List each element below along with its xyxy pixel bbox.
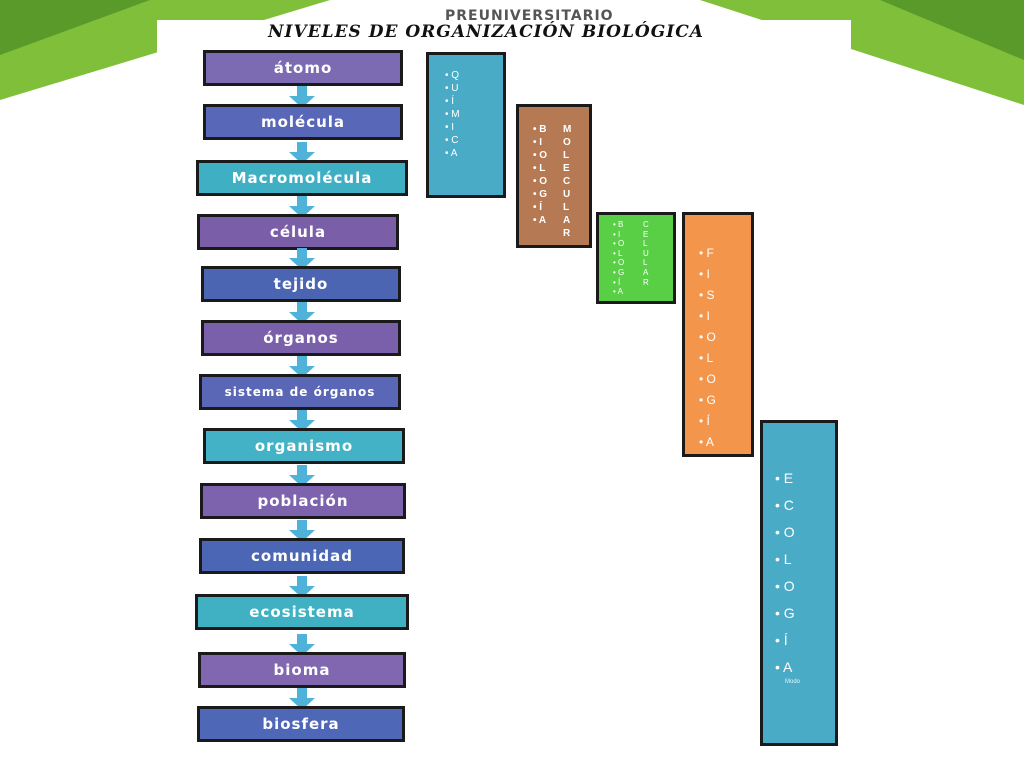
panel-letter: E (563, 163, 570, 174)
panel-letter: E (643, 229, 649, 239)
panel-letter: • S (699, 288, 715, 302)
panel-letter: • Í (775, 632, 788, 648)
panel-letter: • Q (445, 70, 460, 81)
left-green-shape-dark (0, 0, 150, 55)
panel-letter: • O (613, 258, 625, 268)
level-box: organismo (203, 428, 405, 464)
panel-letter: • O (613, 239, 625, 249)
panel-letter: • O (775, 578, 795, 594)
diagram-title: NIVELES DE ORGANIZACIÓN BIOLÓGICA (268, 22, 704, 42)
level-box: ecosistema (195, 594, 409, 630)
panel-letter: • I (533, 137, 543, 148)
panel-letter: O (563, 137, 571, 148)
panel-letter: • B (533, 124, 547, 135)
header-ghost-text: PREUNIVERSITARIO (445, 8, 614, 24)
level-box: Macromolécula (196, 160, 408, 196)
panel-letter: A (643, 267, 649, 277)
panel-letter: • O (533, 150, 548, 161)
panel-letter: C (643, 220, 649, 229)
level-box: célula (197, 214, 399, 250)
panel-fisiologia: • F • I • S • I • O • L • O • G • Í • A (682, 212, 754, 457)
level-box: comunidad (199, 538, 405, 574)
panel-letter: • L (613, 248, 623, 258)
ecologia-footnote: Modo (785, 679, 801, 685)
panel-letter: • I (613, 229, 621, 239)
panel-letter: • G (699, 393, 716, 407)
panel-letter: L (563, 202, 570, 213)
panel-letter: • G (533, 189, 548, 200)
panel-letter: • Í (445, 96, 455, 107)
panel-letter: L (563, 150, 570, 161)
level-box: bioma (198, 652, 406, 688)
panel-letter: • O (533, 176, 548, 187)
level-box: tejido (201, 266, 401, 302)
panel-letter: • L (699, 351, 714, 365)
level-box: biosfera (197, 706, 405, 742)
panel-letter: • G (775, 605, 795, 621)
panel-letter: • I (445, 122, 455, 133)
biologia-molecular-letters-1: • B • I • O • L • O • G • Í • A (533, 123, 547, 227)
panel-letter: • O (699, 330, 716, 344)
fisiologia-letters: • F • I • S • I • O • L • O • G • Í • A (699, 243, 716, 453)
panel-letter: U (563, 189, 571, 200)
panel-letter: L (643, 239, 648, 249)
panel-letter: • Í (699, 414, 710, 428)
panel-letter: • A (699, 435, 714, 449)
ecologia-letters: • E • C • O • L • O • G • Í • A (775, 465, 795, 681)
panel-letter: • A (775, 659, 793, 675)
panel-letter: • Í (613, 277, 621, 287)
panel-letter: • G (613, 267, 625, 277)
panel-ecologia: • E • C • O • L • O • G • Í • A Modo (760, 420, 838, 746)
panel-letter: • O (775, 524, 795, 540)
panel-letter: • A (445, 148, 458, 159)
panel-letter: • E (775, 470, 794, 486)
biologia-celular-letters-1: • B• I• O• L• O• G• Í• A (613, 220, 624, 297)
panel-letter: • B (613, 220, 624, 229)
panel-letter: • I (699, 267, 710, 281)
right-green-shape-dark (880, 0, 1024, 60)
level-box: población (200, 483, 406, 519)
quimica-letters: • Q • U • Í • M • I • C • A (445, 69, 460, 160)
panel-letter: • L (775, 551, 792, 567)
panel-letter: • C (775, 497, 794, 513)
panel-letter: • C (445, 135, 459, 146)
panel-letter: • Í (533, 202, 543, 213)
panel-letter: • A (613, 287, 623, 297)
panel-letter: R (563, 228, 571, 239)
panel-letter: • F (699, 246, 714, 260)
level-box: órganos (201, 320, 401, 356)
panel-letter: C (563, 176, 571, 187)
panel-letter: • U (445, 83, 459, 94)
panel-letter: R (643, 277, 649, 287)
panel-letter: • O (699, 372, 716, 386)
panel-letter: • M (445, 109, 460, 120)
panel-letter: M (563, 124, 572, 135)
panel-letter: • A (533, 215, 547, 226)
level-box: átomo (203, 50, 403, 86)
panel-letter: U (643, 248, 649, 258)
level-box: molécula (203, 104, 403, 140)
panel-letter: L (643, 258, 648, 268)
panel-letter: • L (533, 163, 546, 174)
panel-letter: A (563, 215, 571, 226)
panel-letter: • I (699, 309, 710, 323)
level-box: sistema de órganos (199, 374, 401, 410)
panel-quimica: • Q • U • Í • M • I • C • A (426, 52, 506, 198)
